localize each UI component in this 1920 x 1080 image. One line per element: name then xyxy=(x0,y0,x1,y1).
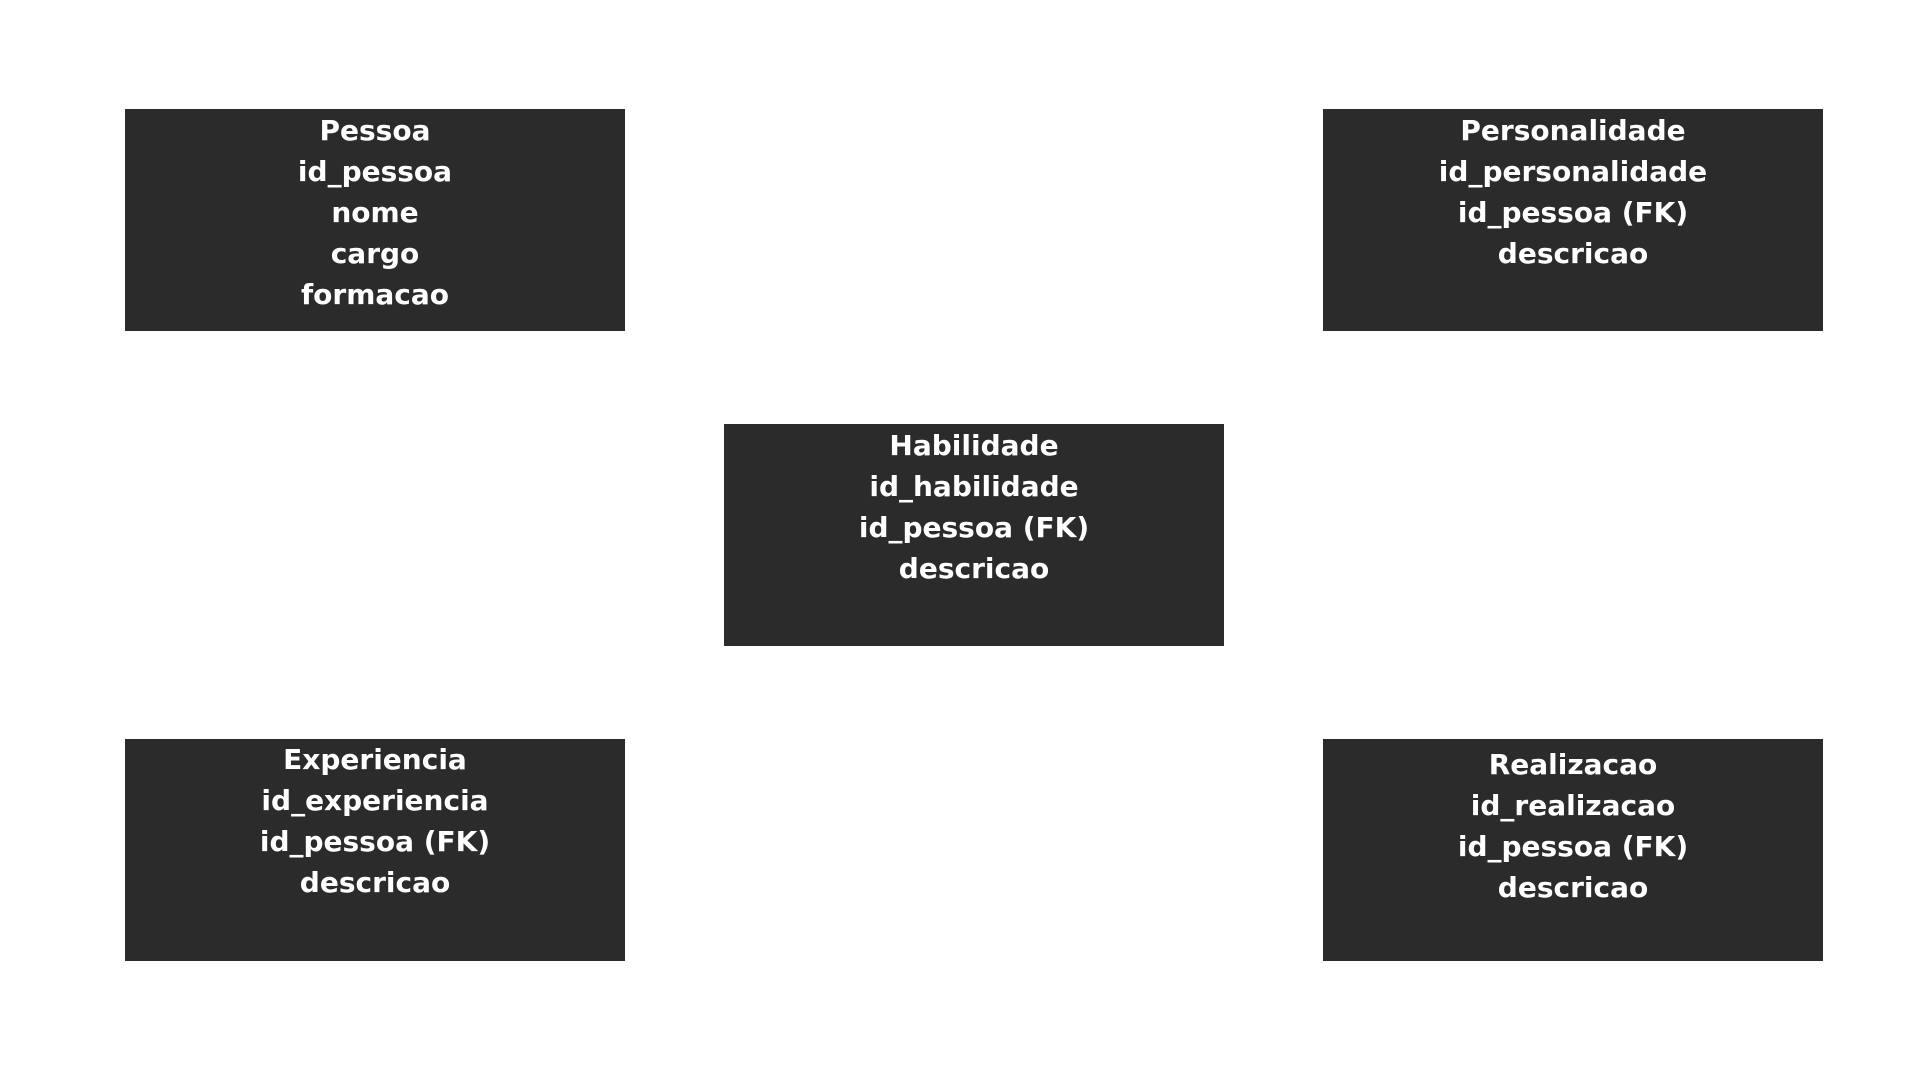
entity-personalidade: Personalidade id_personalidade id_pessoa… xyxy=(1323,109,1823,331)
entity-pessoa: Pessoa id_pessoa nome cargo formacao xyxy=(125,109,625,331)
entity-field: id_pessoa xyxy=(297,155,453,188)
entity-title: Realizacao xyxy=(1488,748,1658,781)
entity-field: cargo xyxy=(330,237,420,270)
entity-field: id_experiencia xyxy=(261,784,489,817)
entity-habilidade: Habilidade id_habilidade id_pessoa (FK) … xyxy=(724,424,1224,646)
entity-field: descricao xyxy=(1497,871,1649,904)
entity-field: descricao xyxy=(299,866,451,899)
entity-field: id_pessoa (FK) xyxy=(858,511,1090,544)
entity-field: id_personalidade xyxy=(1438,155,1708,188)
entity-field: descricao xyxy=(898,552,1050,585)
entity-field: id_pessoa (FK) xyxy=(1457,196,1689,229)
entity-field: id_pessoa (FK) xyxy=(259,825,491,858)
entity-field: id_habilidade xyxy=(869,470,1079,503)
entity-field: id_pessoa (FK) xyxy=(1457,830,1689,863)
entity-experiencia: Experiencia id_experiencia id_pessoa (FK… xyxy=(125,739,625,961)
entity-title: Experiencia xyxy=(283,743,467,776)
entity-field: formacao xyxy=(300,278,450,311)
entity-title: Habilidade xyxy=(889,429,1059,462)
entity-field: nome xyxy=(331,196,419,229)
entity-title: Pessoa xyxy=(319,114,431,147)
entity-field: id_realizacao xyxy=(1470,789,1676,822)
entity-field: descricao xyxy=(1497,237,1649,270)
entity-realizacao: Realizacao id_realizacao id_pessoa (FK) … xyxy=(1323,739,1823,961)
entity-title: Personalidade xyxy=(1460,114,1686,147)
